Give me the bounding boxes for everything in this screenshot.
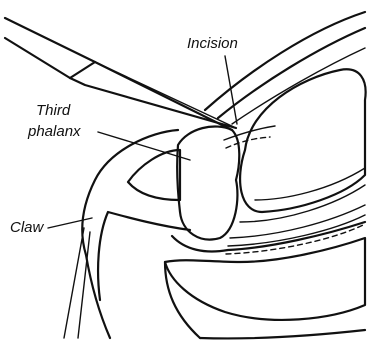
skin-contour (205, 12, 365, 124)
label-claw: Claw (10, 218, 92, 236)
third-phalanx-label-line1: Third (36, 102, 71, 119)
incision-label: Incision (187, 35, 238, 52)
second-phalanx-bone (240, 69, 366, 222)
digital-pad (165, 222, 365, 338)
third-phalanx-bone (128, 126, 239, 239)
claw-label: Claw (10, 219, 45, 236)
third-phalanx-label-line2: phalanx (27, 123, 81, 140)
claw-sheath (64, 130, 190, 338)
